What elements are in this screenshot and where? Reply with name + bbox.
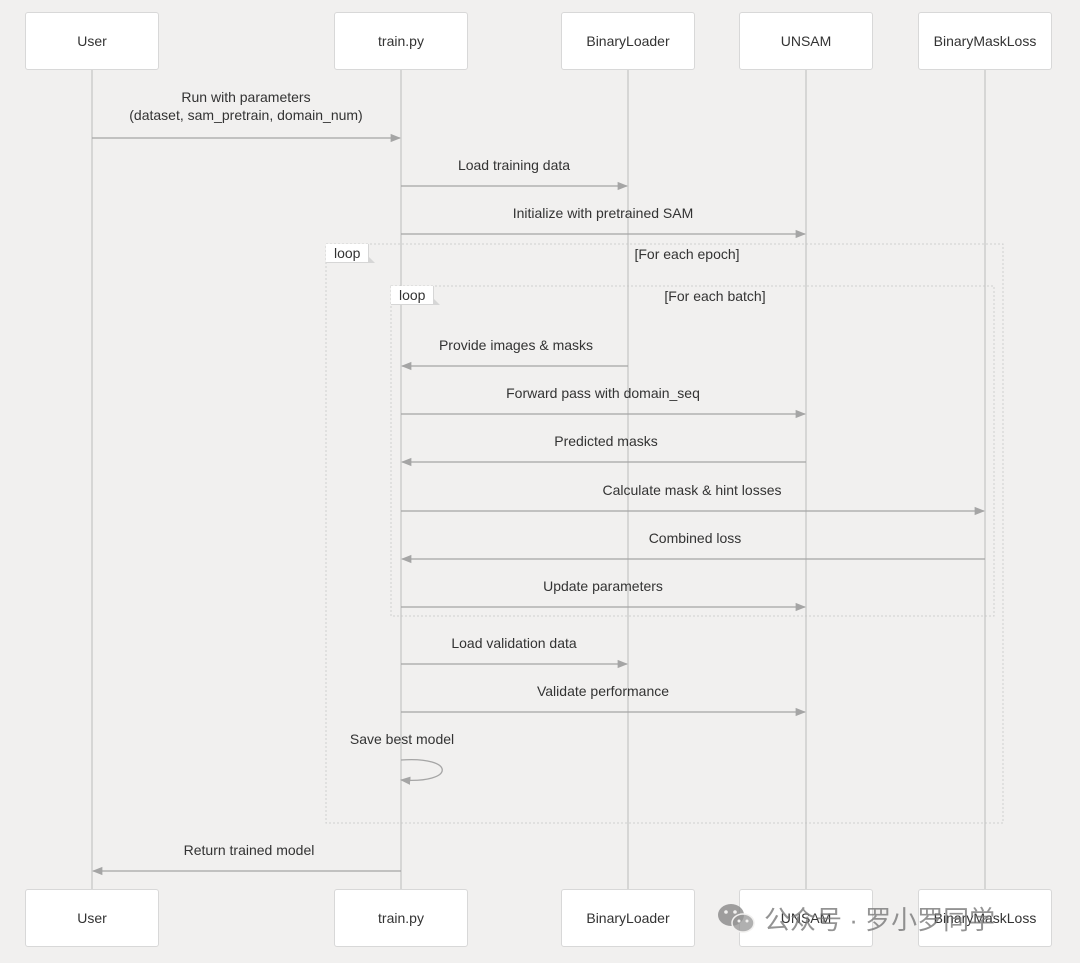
loop-batch-frame	[390, 285, 995, 617]
message-label-initialize: Initialize with pretrained SAM	[512, 205, 694, 221]
actor-train-bottom: train.py	[334, 889, 468, 947]
watermark-text: 公众号 · 罗小罗同学	[764, 905, 996, 935]
message-label-calculate: Calculate mask & hint losses	[602, 482, 782, 498]
message-label-forward: Forward pass with domain_seq	[506, 385, 700, 401]
message-label-predicted: Predicted masks	[554, 433, 658, 449]
actor-unsam-top: UNSAM	[739, 12, 873, 70]
actor-user-bottom: User	[25, 889, 159, 947]
message-label-combined: Combined loss	[648, 530, 742, 546]
message-label-validate: Validate performance	[536, 683, 670, 699]
watermark: 公众号 · 罗小罗同学	[716, 900, 995, 937]
actor-unsam-bottom: UNSAM	[739, 889, 873, 947]
actor-binaryloader-bottom: BinaryLoader	[561, 889, 695, 947]
message-label-save: Save best model	[349, 731, 455, 747]
message-label-load-validation: Load validation data	[451, 635, 577, 651]
message-label-provide: Provide images & masks	[438, 337, 594, 353]
loop-batch-condition: [For each batch]	[664, 288, 766, 304]
loop-epoch-condition: [For each epoch]	[634, 246, 740, 262]
message-label-update: Update parameters	[543, 578, 663, 594]
actor-user-top: User	[25, 12, 159, 70]
message-label-run: Run with parameters (dataset, sam_pretra…	[129, 89, 363, 123]
actor-binarymaskloss-bottom: BinaryMaskLoss	[918, 889, 1052, 947]
self-message-arrow	[399, 758, 443, 785]
loop-epoch-tag: loop	[326, 244, 377, 263]
loop-batch-tag: loop	[391, 286, 442, 305]
actor-train-top: train.py	[334, 12, 468, 70]
wechat-icon	[716, 901, 756, 937]
message-label-return: Return trained model	[183, 842, 315, 858]
message-label-load-training: Load training data	[457, 157, 571, 173]
actor-binarymaskloss-top: BinaryMaskLoss	[918, 12, 1052, 70]
actor-binaryloader-top: BinaryLoader	[561, 12, 695, 70]
